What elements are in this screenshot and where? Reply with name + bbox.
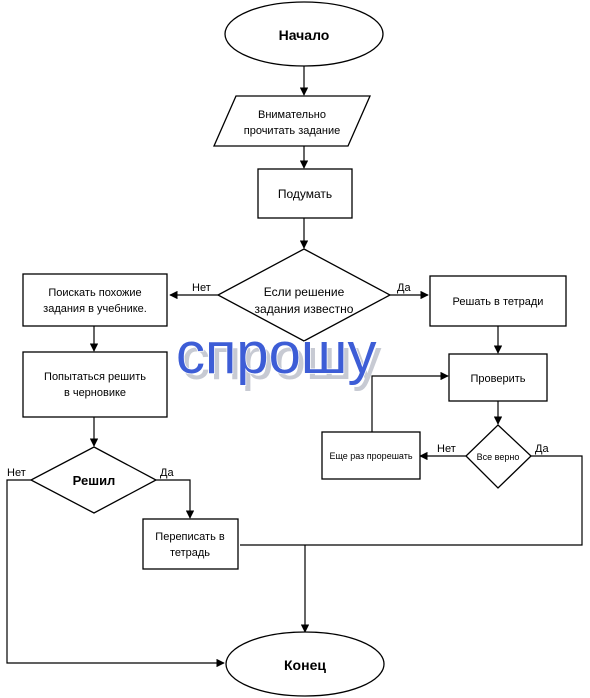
check-node: Проверить bbox=[448, 353, 548, 402]
try-label-line2: в черновике bbox=[64, 387, 126, 399]
think-node: Подумать bbox=[257, 168, 353, 219]
end-label: Конец bbox=[284, 657, 326, 673]
edge-solved-no bbox=[6, 479, 225, 668]
resolve-again-label: Еще раз прорешать bbox=[329, 451, 412, 461]
read-label-line2: прочитать задание bbox=[244, 125, 340, 137]
search-textbook-node: Поискать похожие задания в учебнике. bbox=[22, 273, 168, 327]
decision-known-line2: задания известно bbox=[255, 302, 354, 316]
decision-known-line1: Если решение bbox=[264, 285, 345, 299]
end-node: Конец bbox=[225, 631, 385, 697]
solved-no-label: Нет bbox=[7, 467, 26, 479]
decision-correct-node: Все верно bbox=[465, 424, 532, 489]
rewrite-label-line1: Переписать в bbox=[155, 531, 225, 543]
edge-solved-yes bbox=[156, 479, 195, 519]
try-draft-node: Попытаться решить в черновике bbox=[22, 351, 168, 418]
solve-notebook-node: Решать в тетради bbox=[429, 275, 567, 327]
decision-known-no-label: Нет bbox=[192, 282, 211, 294]
start-node: Начало bbox=[224, 1, 384, 67]
try-label-line1: Попытаться решить bbox=[44, 371, 146, 383]
watermark-text: спрошу bbox=[176, 321, 376, 386]
edges bbox=[6, 66, 583, 668]
solved-yes-label: Да bbox=[160, 467, 174, 479]
rewrite-label-line2: тетрадь bbox=[170, 547, 210, 559]
solved-label: Решил bbox=[73, 473, 116, 488]
check-label: Проверить bbox=[470, 373, 525, 385]
start-label: Начало bbox=[279, 27, 330, 43]
decision-known-yes-label: Да bbox=[397, 282, 411, 294]
rewrite-node: Переписать в тетрадь bbox=[142, 518, 239, 570]
search-label-line1: Поискать похожие bbox=[48, 287, 141, 299]
edge-resolve-loop bbox=[371, 371, 449, 432]
watermark-shadow: спрошу bbox=[181, 327, 381, 392]
read-task-node: Внимательно прочитать задание bbox=[213, 95, 371, 147]
solve-notebook-label: Решать в тетради bbox=[453, 296, 544, 308]
decision-solved-node: Решил bbox=[29, 446, 158, 514]
edge-correct-yes bbox=[240, 455, 583, 546]
search-label-line2: задания в учебнике. bbox=[43, 303, 147, 315]
correct-yes-label: Да bbox=[535, 443, 549, 455]
think-label: Подумать bbox=[278, 187, 332, 201]
correct-label: Все верно bbox=[477, 452, 520, 462]
resolve-again-node: Еще раз прорешать bbox=[321, 431, 421, 480]
read-label-line1: Внимательно bbox=[258, 109, 326, 121]
correct-no-label: Нет bbox=[437, 443, 456, 455]
decision-known-node: Если решение задания известно bbox=[216, 248, 392, 342]
watermark: спрошу спрошу bbox=[175, 320, 381, 392]
